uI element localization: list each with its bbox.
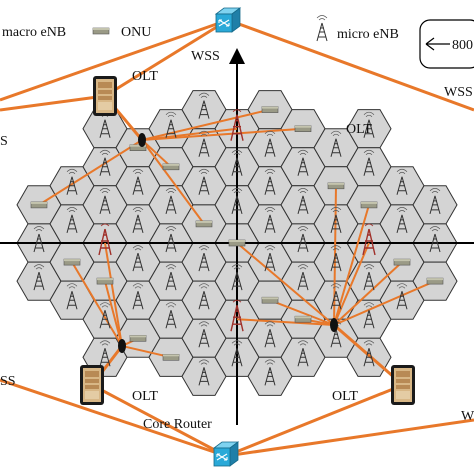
wss-right-bottom-label: W: [461, 409, 474, 424]
micro-enb-legend-icon: [316, 15, 328, 42]
onu-icon: [63, 258, 81, 266]
fiber-link: [333, 242, 370, 326]
fiber-link: [236, 318, 335, 326]
fiber-link: [333, 280, 436, 326]
fiber-link: [269, 299, 335, 326]
double-arrow-icon: [425, 37, 450, 51]
labels: WSS WSS S SS W OLT OLT OLT OLT Core Rout…: [0, 49, 474, 432]
onu-icon: [426, 277, 444, 285]
top-wss-switch-icon: [215, 7, 241, 33]
legend-onu-label: ONU: [121, 25, 151, 40]
olt-top-icon: [93, 76, 117, 116]
rate-label: 800: [452, 38, 473, 53]
fiber-link: [0, 18, 229, 102]
onu-icon: [162, 163, 180, 171]
onu-icon: [261, 106, 279, 114]
fiber-link: [227, 18, 474, 112]
core-router-switch-icon: [213, 441, 239, 467]
splitter-top-icon: [138, 133, 146, 147]
onu-icon: [96, 277, 114, 285]
fiber-link: [104, 18, 229, 98]
fiber-link: [225, 383, 404, 458]
olt-bottom-right-icon: [391, 365, 415, 405]
legend: macro eNB ONU micro eNB 800: [2, 15, 474, 69]
olt-top-label: OLT: [132, 69, 158, 84]
onu-icon: [294, 315, 312, 323]
fiber-link: [333, 261, 403, 326]
onu-icon: [261, 296, 279, 304]
fiber-link: [104, 242, 123, 347]
onu-icon: [30, 201, 48, 209]
fiber-link: [141, 139, 172, 168]
wss-left-top-label: S: [0, 134, 8, 149]
fiber-link: [141, 108, 271, 141]
olt-mid-label: OLT: [346, 122, 372, 137]
onu-legend-icon: [92, 27, 110, 35]
core-router-label: Core Router: [143, 417, 212, 432]
fiber-links: [0, 18, 474, 458]
onu-icon: [228, 239, 246, 247]
onu-icon: [360, 201, 378, 209]
wss-right-label: WSS: [444, 85, 473, 100]
fiber-link: [141, 139, 205, 225]
legend-macro-enb-label: macro eNB: [2, 25, 66, 40]
olt-bottom-right-label: OLT: [332, 389, 358, 404]
onu-icon: [294, 125, 312, 133]
fiber-link: [141, 127, 304, 141]
olt-bottom-left-icon: [80, 365, 104, 405]
fiber-link: [236, 242, 335, 326]
wss-left-bottom-label: SS: [0, 374, 16, 389]
onu-icon: [327, 182, 345, 190]
splitter-bottom-left-icon: [118, 339, 126, 353]
fiber-link: [91, 383, 227, 458]
olt-bottom-left-label: OLT: [132, 389, 158, 404]
fiber-link: [225, 418, 474, 458]
onu-icon: [393, 258, 411, 266]
onu-icon: [129, 334, 147, 342]
fiber-link: [71, 261, 123, 347]
fiber-link: [0, 378, 227, 458]
wss-top-label: WSS: [191, 49, 220, 64]
splitter-bottom-right-icon: [330, 318, 338, 332]
fiber-link: [38, 139, 143, 206]
fiber-link: [104, 280, 123, 347]
onu-icon: [162, 353, 180, 361]
legend-micro-enb-label: micro eNB: [337, 27, 399, 42]
onu-icon: [195, 220, 213, 228]
fiber-link: [0, 94, 106, 112]
